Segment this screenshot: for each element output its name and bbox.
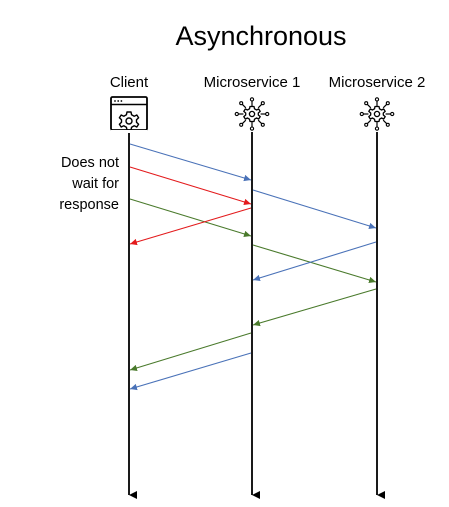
message-arrow [129, 143, 252, 182]
message-arrow [129, 207, 252, 246]
message-arrow [252, 241, 377, 281]
microservice-gear-icon [234, 97, 270, 131]
participant-label-client: Client [110, 74, 149, 91]
participant-label-microservice-2: Microservice 2 [329, 74, 426, 91]
diagram-title: Asynchronous [175, 21, 346, 51]
messages [129, 143, 377, 391]
message-arrow [252, 244, 377, 284]
note-line-1: Does not [61, 155, 119, 171]
browser-gear-icon [110, 96, 148, 133]
message-arrow [129, 166, 252, 206]
message-arrow [129, 352, 252, 391]
message-arrow [252, 189, 377, 229]
message-arrow [252, 288, 377, 327]
message-arrow [129, 332, 252, 372]
microservice-gear-icon [359, 97, 395, 131]
message-arrow [129, 198, 252, 238]
note-line-2: wait for [71, 176, 119, 192]
note-line-3: response [59, 197, 119, 213]
participant-label-microservice-1: Microservice 1 [204, 74, 301, 91]
